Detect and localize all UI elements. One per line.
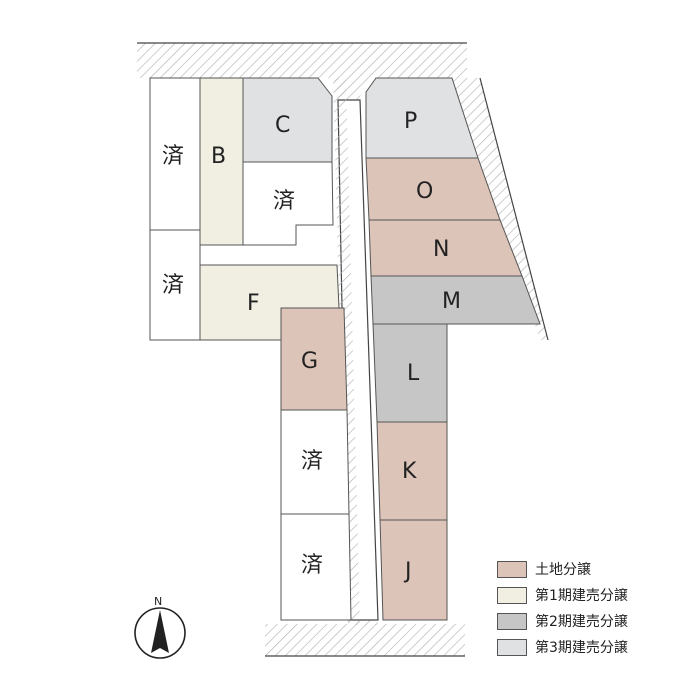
lot-F-label: F	[247, 291, 260, 316]
road-top	[137, 42, 467, 78]
legend-label: 第2期建売分譲	[535, 614, 628, 630]
lot-G-label: G	[301, 349, 318, 374]
lot-sold-3-label: 済	[162, 273, 184, 298]
legend-label: 土地分譲	[535, 562, 591, 578]
lot-sold-2-label: 済	[273, 189, 295, 214]
lot-B-label: B	[211, 144, 226, 169]
lot-O-label: O	[416, 179, 433, 204]
lot-N-label: N	[433, 237, 449, 262]
lot-C-label: C	[275, 113, 290, 138]
lot-sold-4-label: 済	[301, 449, 323, 474]
lot-M	[370, 275, 541, 325]
legend-label: 第1期建売分譲	[535, 588, 628, 604]
legend-item: 土地分譲	[497, 556, 628, 582]
legend: 土地分譲第1期建売分譲第2期建売分譲第3期建売分譲	[497, 556, 628, 660]
legend-swatch	[497, 586, 527, 604]
compass-label: N	[154, 595, 162, 608]
legend-swatch	[497, 560, 527, 578]
lot-C	[242, 77, 333, 163]
legend-label: 第3期建売分譲	[535, 640, 628, 656]
road-right	[452, 77, 549, 341]
lot-J-label: J	[403, 559, 412, 584]
road-center-left-hatch	[333, 78, 360, 625]
north-arrow-icon: N	[134, 595, 186, 659]
lot-sold-5	[280, 513, 352, 621]
legend-swatch	[497, 612, 527, 630]
lot-sold-2	[242, 161, 334, 246]
legend-item: 第3期建売分譲	[497, 634, 628, 660]
lot-sold-5-label: 済	[301, 553, 323, 578]
lot-L-label: L	[407, 361, 420, 386]
lot-K-label: K	[402, 459, 417, 484]
lot-P-label: P	[404, 109, 417, 134]
legend-swatch	[497, 638, 527, 656]
lot-M-label: M	[442, 289, 461, 314]
legend-item: 第2期建売分譲	[497, 608, 628, 634]
legend-item: 第1期建売分譲	[497, 582, 628, 608]
lot-sold-1-label: 済	[162, 144, 184, 169]
lot-J	[379, 519, 448, 621]
road-bottom	[265, 624, 465, 657]
